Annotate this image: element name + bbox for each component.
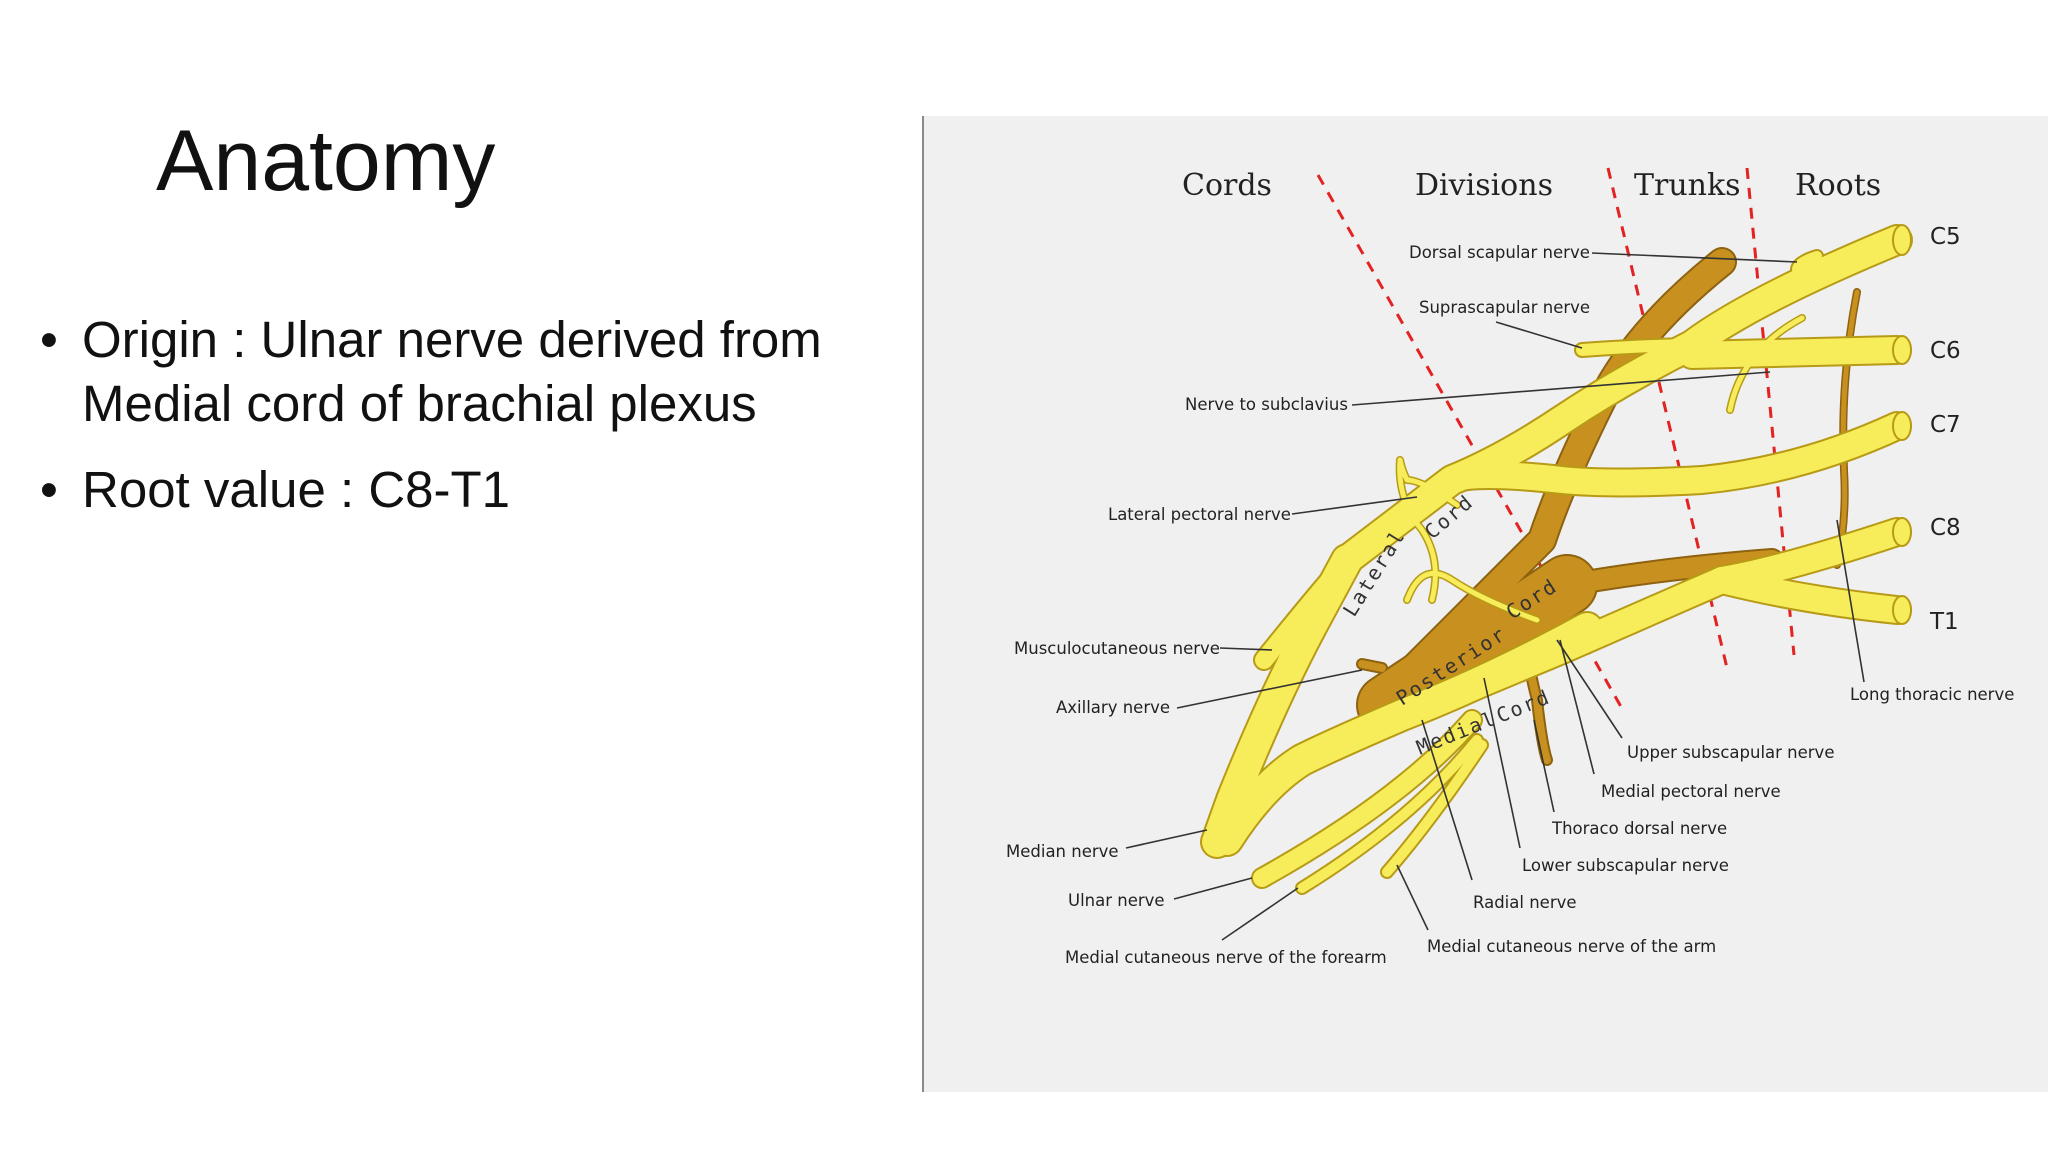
label-thoraco-dorsal-nerve: Thoraco dorsal nerve [1551, 819, 1727, 838]
leader-lines [1125, 252, 1865, 941]
middle-trunk [1439, 413, 1910, 496]
root-end-c7 [1892, 411, 1912, 441]
bullet-text: Root value : C8-T1 [82, 461, 511, 518]
label-musculocutaneous-nerve: Musculocutaneous nerve [1014, 639, 1220, 658]
leader-line [1495, 321, 1583, 349]
axillary-nerve-stub-fill [1358, 660, 1386, 672]
label-ulnar-nerve: Ulnar nerve [1068, 891, 1165, 910]
upper-trunk-lateral-cord [1333, 226, 1911, 574]
bullet-dot-icon: • [40, 311, 58, 368]
label-axillary-nerve: Axillary nerve [1056, 698, 1170, 717]
medial-cutaneous-arm-nerve [1382, 740, 1487, 877]
root-label-t1: T1 [1929, 609, 1959, 635]
leader-line [1483, 677, 1521, 849]
slide-title: Anatomy [156, 113, 496, 209]
leader-line [1221, 887, 1299, 941]
column-header-trunks: Trunks [1634, 168, 1741, 203]
bullet-item: • Root value : C8-T1 [40, 458, 920, 522]
root-end-c8 [1892, 517, 1912, 547]
lateral-root-median [1202, 545, 1362, 857]
brachial-plexus-diagram: Lateral Cord Posterior Cord Medial Cord … [1006, 167, 2014, 967]
leader-line [1125, 829, 1208, 849]
musculocutaneous-nerve [1255, 551, 1356, 669]
column-header-roots: Roots [1795, 168, 1881, 203]
root-end-c6 [1892, 335, 1912, 365]
label-radial-nerve: Radial nerve [1473, 893, 1577, 912]
bullet-dot-icon: • [40, 461, 58, 518]
suprascapular-nerve [1576, 339, 1708, 356]
label-medial-cutaneous-arm: Medial cutaneous nerve of the arm [1427, 937, 1716, 956]
root-label-c8: C8 [1930, 515, 1961, 541]
bullet-text: Origin : Ulnar nerve derived from Medial… [82, 311, 822, 432]
root-labels: C5 C6 C7 C8 T1 [1929, 224, 1961, 635]
dorsal-scapular-nerve [1792, 251, 1822, 275]
label-nerve-to-subclavius: Nerve to subclavius [1185, 395, 1348, 414]
ulnar-nerve [1253, 711, 1481, 887]
leader-line [1291, 496, 1418, 515]
label-dorsal-scapular-nerve: Dorsal scapular nerve [1409, 243, 1590, 262]
divider-line [1316, 174, 1626, 713]
leader-line [1176, 669, 1363, 709]
nerve-to-subclavius [1727, 315, 1805, 413]
leader-line [1396, 864, 1429, 931]
brachial-plexus-figure: Lateral Cord Posterior Cord Medial Cord … [922, 116, 2048, 1092]
label-lateral-pectoral-nerve: Lateral pectoral nerve [1108, 505, 1291, 524]
root-label-c5: C5 [1930, 224, 1961, 250]
leader-line [1836, 519, 1865, 683]
root-label-c7: C7 [1930, 412, 1961, 438]
leader-line [1556, 639, 1623, 739]
thoraco-dorsal-nerve-fill [1520, 611, 1551, 764]
medial-pectoral-nerve [1404, 570, 1540, 623]
label-medial-cutaneous-forearm: Medial cutaneous nerve of the forearm [1065, 948, 1387, 967]
posterior-cord-fill [1358, 556, 1596, 734]
medial-cutaneous-forearm-nerve [1297, 735, 1482, 893]
label-lower-subscapular-nerve: Lower subscapular nerve [1522, 856, 1729, 875]
leader-line [1591, 252, 1798, 263]
bullet-list: • Origin : Ulnar nerve derived from Media… [40, 308, 920, 544]
bullet-item: • Origin : Ulnar nerve derived from Media… [40, 308, 920, 436]
root-label-c6: C6 [1930, 338, 1961, 364]
leader-line [1173, 877, 1253, 900]
leader-line [1559, 639, 1595, 775]
lateral-pectoral-nerve [1397, 457, 1460, 603]
medial-cord [1212, 613, 1602, 855]
leader-line [1219, 647, 1273, 651]
label-medial-pectoral-nerve: Medial pectoral nerve [1601, 782, 1781, 801]
c6-root [1679, 337, 1910, 368]
column-headers: Cords Divisions Trunks Roots [1182, 168, 1881, 203]
label-median-nerve: Median nerve [1006, 842, 1119, 861]
root-end-t1 [1892, 595, 1912, 625]
leader-line [1421, 719, 1473, 881]
label-suprascapular-nerve: Suprascapular nerve [1419, 298, 1590, 317]
column-header-divisions: Divisions [1415, 168, 1553, 203]
label-long-thoracic-nerve: Long thoracic nerve [1850, 685, 2014, 704]
label-upper-subscapular-nerve: Upper subscapular nerve [1627, 743, 1834, 762]
leader-line [1351, 371, 1771, 406]
leader-line [1533, 719, 1555, 813]
column-header-cords: Cords [1182, 168, 1272, 203]
yellow-nerve-fills [1202, 224, 1912, 893]
root-end-c5 [1892, 224, 1912, 256]
nerve-labels: Dorsal scapular nerve Suprascapular nerv… [1006, 243, 2014, 967]
